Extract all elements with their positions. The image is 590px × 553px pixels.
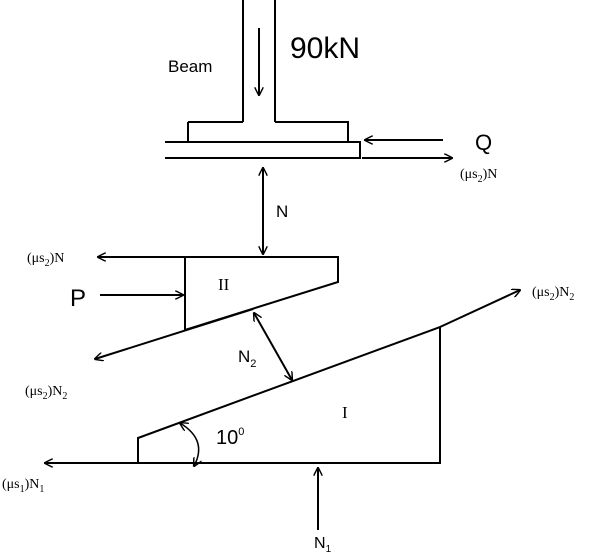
- block-I: [137, 325, 441, 464]
- angle-arc: [180, 423, 199, 466]
- block-I-label: I: [342, 403, 348, 422]
- block-I-incline-arrow: [439, 290, 520, 328]
- beam-flange: [187, 121, 349, 142]
- ground-friction-label: (μs1)N1: [2, 477, 44, 495]
- n-label: N: [276, 202, 288, 221]
- p-label: P: [70, 285, 86, 312]
- n2-label: N2: [238, 347, 256, 370]
- block-II-incline-arrow: [95, 308, 254, 359]
- block-II: [184, 256, 339, 332]
- block-II-friction-label: (μs2)N: [27, 251, 64, 269]
- block-II-label: II: [218, 275, 230, 294]
- block-I-incline-label: (μs2)N2: [532, 285, 574, 303]
- n1-label: N1: [314, 535, 332, 553]
- top-plate: [165, 141, 361, 159]
- block-II-incline-label: (μs2)N2: [25, 384, 67, 402]
- beam-stem: [242, 0, 276, 122]
- angle-label: 100: [216, 426, 244, 449]
- q-label: Q: [475, 130, 492, 155]
- plate-friction-label: (μs2)N: [460, 167, 497, 185]
- load-label: 90kN: [290, 32, 360, 65]
- beam-label: Beam: [168, 57, 212, 76]
- n2-arrow: [254, 313, 292, 380]
